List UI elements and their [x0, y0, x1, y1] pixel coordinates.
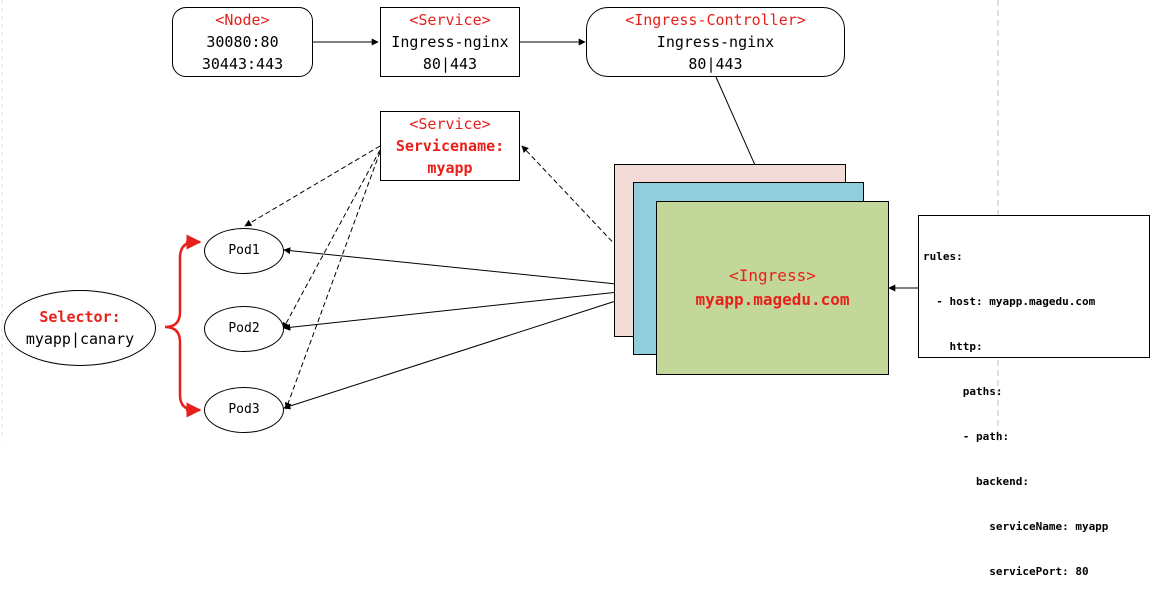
ingress-host: myapp.magedu.com	[695, 290, 850, 309]
ingress-controller-line-2: 80|443	[688, 55, 743, 73]
ingress-box: <Ingress> myapp.magedu.com	[656, 201, 889, 375]
pod-2-label: Pod2	[228, 321, 260, 336]
node-title: <Node>	[215, 11, 270, 29]
service-nginx-box: <Service> Ingress-nginx 80|443	[380, 7, 520, 77]
pod-3-label: Pod3	[228, 402, 260, 417]
dashed-service-to-pod1	[244, 145, 381, 227]
selector-ellipse: Selector: myapp|canary	[4, 290, 156, 366]
yaml-line: backend:	[923, 475, 1029, 488]
selector-value: myapp|canary	[25, 330, 135, 348]
service-myapp-title: <Service>	[409, 115, 491, 133]
service-nginx-title: <Service>	[409, 11, 491, 29]
yaml-line: - host: myapp.magedu.com	[923, 295, 1096, 308]
arrow-ingress-to-pod1	[283, 247, 657, 289]
yaml-line: serviceName: myapp	[923, 520, 1109, 533]
yaml-line: - path:	[923, 430, 1010, 443]
service-nginx-line-1: Ingress-nginx	[391, 33, 509, 51]
arrow-ingress-to-pod2	[283, 287, 657, 331]
pod-1: Pod1	[204, 228, 284, 274]
ingress-controller-line-1: Ingress-nginx	[656, 33, 775, 51]
arrow-ingress-to-pod3	[283, 287, 657, 410]
pod-1-label: Pod1	[228, 243, 260, 258]
yaml-line: servicePort: 80	[923, 565, 1089, 578]
service-nginx-line-2: 80|443	[422, 55, 478, 73]
selector-bracket	[164, 240, 196, 412]
service-myapp-line-1: Servicename:	[395, 137, 505, 155]
dashed-service-to-pod3	[284, 151, 381, 410]
node-line-1: 30080:80	[206, 33, 279, 51]
yaml-line: http:	[923, 340, 983, 353]
service-myapp-line-2: myapp	[427, 159, 473, 177]
dashed-service-to-pod2	[282, 149, 381, 330]
ingress-controller-box: <Ingress-Controller> Ingress-nginx 80|44…	[586, 7, 845, 77]
yaml-line: paths:	[923, 385, 1003, 398]
rules-yaml-box: rules: - host: myapp.magedu.com http: pa…	[918, 215, 1150, 578]
node-line-2: 30443:443	[201, 55, 284, 73]
service-myapp-box: <Service> Servicename: myapp	[380, 111, 520, 181]
ingress-controller-title: <Ingress-Controller>	[625, 11, 806, 29]
pod-3: Pod3	[204, 387, 284, 433]
yaml-line: rules:	[923, 250, 963, 263]
pod-2: Pod2	[204, 306, 284, 352]
node-box: <Node> 30080:80 30443:443	[172, 7, 313, 77]
selector-title: Selector:	[39, 308, 121, 326]
ingress-title: <Ingress>	[729, 266, 816, 285]
